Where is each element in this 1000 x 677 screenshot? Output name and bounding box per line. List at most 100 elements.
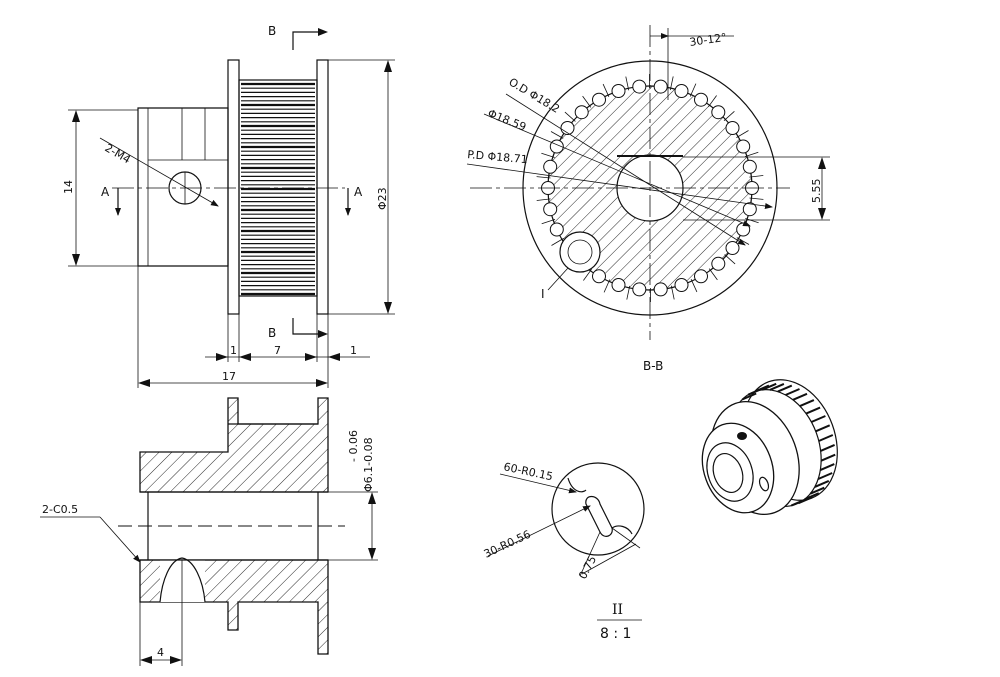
iso-tooth bbox=[820, 453, 836, 462]
tooth-tick bbox=[670, 285, 675, 300]
tooth-groove bbox=[725, 241, 740, 255]
iso-tooth bbox=[792, 392, 808, 401]
tooth-groove bbox=[592, 269, 606, 284]
tooth-groove bbox=[611, 278, 626, 292]
tooth-groove bbox=[632, 282, 647, 297]
tooth-groove bbox=[694, 269, 708, 284]
iso-tooth bbox=[818, 434, 834, 442]
tooth-tick bbox=[749, 197, 764, 200]
tolerance-upper: - 0.06 bbox=[347, 430, 360, 462]
iso-tooth bbox=[805, 406, 821, 415]
tooth-groove bbox=[674, 278, 689, 292]
tooth-groove bbox=[653, 282, 668, 297]
detail-marker: I bbox=[541, 287, 545, 301]
iso-tooth bbox=[815, 424, 831, 433]
tooth-tick bbox=[602, 83, 610, 97]
tooth-tick bbox=[708, 268, 718, 281]
iso-tooth bbox=[754, 384, 770, 393]
iso-tooth bbox=[804, 492, 820, 501]
tooth-groove bbox=[725, 121, 740, 135]
iso-tooth bbox=[819, 463, 835, 472]
tooth-groove bbox=[543, 159, 558, 174]
tooth-groove bbox=[711, 256, 726, 271]
tooth-groove bbox=[694, 92, 708, 107]
iso-tooth bbox=[814, 479, 830, 488]
tooth-tick bbox=[550, 131, 564, 139]
iso-tooth bbox=[785, 388, 800, 396]
counterbore-dimension: 4 bbox=[157, 646, 164, 659]
tooth-groove bbox=[549, 222, 564, 237]
depth-dimension: 0.75 bbox=[576, 554, 599, 582]
gear-teeth bbox=[536, 74, 764, 302]
tooth-tick bbox=[582, 95, 592, 108]
section-label-b-top: B bbox=[268, 24, 276, 38]
outer-diameter-dimension: O.D Φ18.2 bbox=[506, 75, 561, 115]
diameter-dimension: Φ23 bbox=[376, 187, 389, 210]
root-diameter-dimension: Φ18.59 bbox=[486, 107, 528, 134]
tooth-tick bbox=[690, 279, 698, 293]
tooth-tick bbox=[551, 238, 564, 246]
chamfer-dimension: 2-C0.5 bbox=[42, 503, 78, 516]
tooth-tick bbox=[541, 219, 556, 225]
tooth-groove bbox=[574, 105, 589, 120]
tooth-tick bbox=[669, 76, 674, 91]
angle-dimension: 30-12° bbox=[689, 31, 728, 49]
iso-tooth bbox=[811, 415, 826, 423]
root-radius-dimension: 30-R0.56 bbox=[482, 528, 533, 561]
detail-ii-view: 60-R0.15 30-R0.56 0.75 II 8 : 1 bbox=[482, 460, 645, 642]
tooth-tick bbox=[625, 76, 630, 91]
tooth-groove bbox=[592, 92, 606, 107]
iso-tooth bbox=[817, 472, 833, 480]
tooth-tick bbox=[744, 151, 759, 157]
tooth-tick bbox=[749, 175, 764, 178]
tooth-tick bbox=[736, 130, 749, 138]
height-dimension: 14 bbox=[62, 180, 75, 194]
flange-right-dimension: 1 bbox=[350, 344, 357, 357]
isometric-pulley-view bbox=[701, 379, 838, 516]
iso-tooth bbox=[809, 486, 825, 495]
iso-tooth bbox=[741, 392, 757, 401]
teeth-lines bbox=[241, 82, 315, 296]
section-label-a-right: A bbox=[354, 185, 363, 199]
section-label-a-left: A bbox=[101, 185, 110, 199]
tooth-groove bbox=[736, 139, 751, 154]
tooth-groove bbox=[742, 159, 757, 174]
iso-tooth bbox=[769, 382, 785, 391]
tip-radius-dimension: 60-R0.15 bbox=[502, 460, 554, 483]
section-view-title: B-B bbox=[643, 359, 663, 373]
tooth-tick bbox=[745, 218, 759, 224]
tooth-groove bbox=[674, 84, 689, 98]
tooth-tick bbox=[708, 95, 717, 108]
flat-distance-dimension: 5.55 bbox=[810, 179, 823, 204]
iso-tooth bbox=[761, 382, 777, 391]
detail-scale: 8 : 1 bbox=[600, 626, 631, 642]
tooth-groove bbox=[742, 202, 757, 217]
iso-teeth bbox=[741, 382, 836, 507]
tooth-groove bbox=[611, 84, 626, 98]
tooth-tick bbox=[626, 285, 631, 300]
total-length-dimension: 17 bbox=[222, 370, 236, 383]
flange-left-dimension: 1 bbox=[230, 344, 237, 357]
tooth-tick bbox=[723, 111, 735, 121]
tooth-groove bbox=[543, 202, 558, 217]
detail-title: II bbox=[612, 602, 623, 618]
tolerance-lower: Φ6.1-0.08 bbox=[362, 437, 375, 492]
tooth-tick bbox=[536, 176, 551, 179]
tooth-tick bbox=[536, 198, 551, 201]
tooth-groove bbox=[711, 105, 726, 120]
thread-dimension: 2-M4 bbox=[103, 141, 133, 166]
longitudinal-section-view: 2-C0.5 - 0.06 Φ6.1-0.08 4 bbox=[40, 397, 378, 666]
section-bb-view: I 30-12° O.D Φ18.2 Φ18.59 P.D Φ18.71 5.5… bbox=[467, 25, 830, 373]
tooth-groove bbox=[632, 79, 647, 94]
section-label-b-bottom: B bbox=[268, 326, 276, 340]
tooth-tick bbox=[583, 268, 592, 281]
tooth-tick bbox=[603, 279, 611, 293]
tooth-groove bbox=[653, 79, 668, 94]
iso-tooth bbox=[820, 443, 835, 452]
pitch-diameter-dimension: P.D Φ18.71 bbox=[467, 148, 528, 166]
tooth-tick bbox=[541, 152, 555, 158]
front-view: A A B B 2-M4 14 Φ23 1 7 bbox=[62, 24, 395, 388]
tooth-tick bbox=[689, 83, 697, 97]
iso-tooth bbox=[777, 384, 793, 393]
